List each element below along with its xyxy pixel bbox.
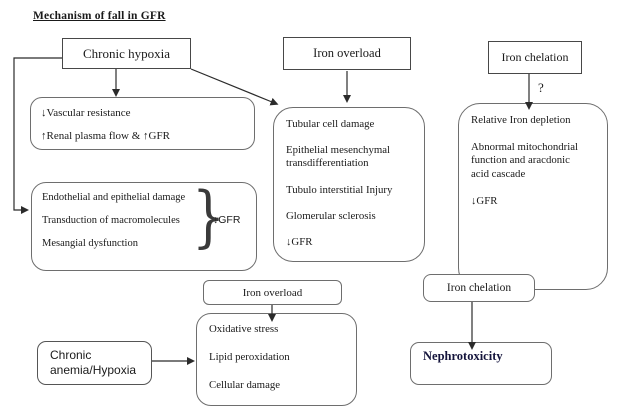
node-tubular-line: Epithelial mesenchymal	[286, 144, 391, 157]
node-iron-chelation-bottom: Iron chelation	[423, 274, 535, 302]
node-relative-iron-line: Abnormal mitochondrial	[471, 141, 579, 154]
node-relative-iron-line: ↓GFR	[471, 194, 498, 207]
node-oxidative-line: Cellular damage	[209, 379, 281, 392]
question-mark-label: ?	[538, 80, 544, 95]
node-iron-chelation-top: Iron chelation	[488, 41, 582, 74]
node-relative-iron-line: acid cascade	[471, 167, 526, 180]
node-chronic-anemia-line: anemia/Hypoxia	[50, 362, 137, 377]
node-relative-iron-line: Relative Iron depletion	[471, 114, 571, 126]
node-endothelial-line: Transduction of macromolecules	[42, 214, 180, 226]
gfr-result-label: ↓GFR	[213, 214, 241, 226]
node-iron-overload-top-label: Iron overload	[313, 46, 381, 60]
node-relative-iron-line: function and aracdonic	[471, 154, 570, 167]
node-chronic-anemia-line: Chronic	[50, 348, 92, 362]
node-tubular-line: Tubular cell damage	[286, 118, 375, 130]
node-iron-overload-top: Iron overload	[283, 37, 411, 70]
node-vascular-resistance: ↓Vascular resistance ↑Renal plasma flow …	[30, 97, 255, 150]
node-nephrotoxicity-label: Nephrotoxicity	[423, 349, 503, 363]
curly-brace: }	[192, 178, 226, 256]
node-oxidative-line: Oxidative stress	[209, 323, 279, 335]
node-iron-chelation-bottom-label: Iron chelation	[446, 282, 512, 294]
node-chronic-hypoxia: Chronic hypoxia	[62, 38, 191, 69]
node-tubular-line: ↓GFR	[286, 235, 313, 248]
node-iron-overload-bottom-label: Iron overload	[242, 286, 303, 299]
node-chronic-hypoxia-label: Chronic hypoxia	[82, 45, 170, 61]
node-iron-chelation-top-label: Iron chelation	[501, 50, 569, 64]
node-nephrotoxicity: Nephrotoxicity	[410, 342, 552, 385]
page-title: Mechanism of fall in GFR	[33, 10, 166, 22]
node-tubular-line: transdifferentiation	[286, 157, 369, 170]
node-endothelial-line: Mesangial dysfunction	[42, 237, 138, 249]
node-relative-iron-depletion: Relative Iron depletion Abnormal mitocho…	[458, 103, 608, 290]
node-iron-overload-bottom: Iron overload	[203, 280, 342, 305]
node-vascular-line: ↓Vascular resistance	[41, 107, 131, 119]
node-tubular-damage: Tubular cell damage Epithelial mesenchym…	[273, 107, 425, 262]
node-oxidative-stress: Oxidative stress Lipid peroxidation Cell…	[196, 313, 357, 406]
node-chronic-anemia: Chronic anemia/Hypoxia	[37, 341, 152, 385]
node-endothelial-line: Endothelial and epithelial damage	[42, 192, 186, 203]
node-endothelial-damage: Endothelial and epithelial damage Transd…	[31, 182, 257, 271]
node-oxidative-line: Lipid peroxidation	[209, 351, 290, 364]
node-tubular-line: Glomerular sclerosis	[286, 209, 376, 222]
node-tubular-line: Tubulo interstitial Injury	[286, 183, 393, 196]
node-vascular-line: ↑Renal plasma flow & ↑GFR	[41, 130, 170, 143]
